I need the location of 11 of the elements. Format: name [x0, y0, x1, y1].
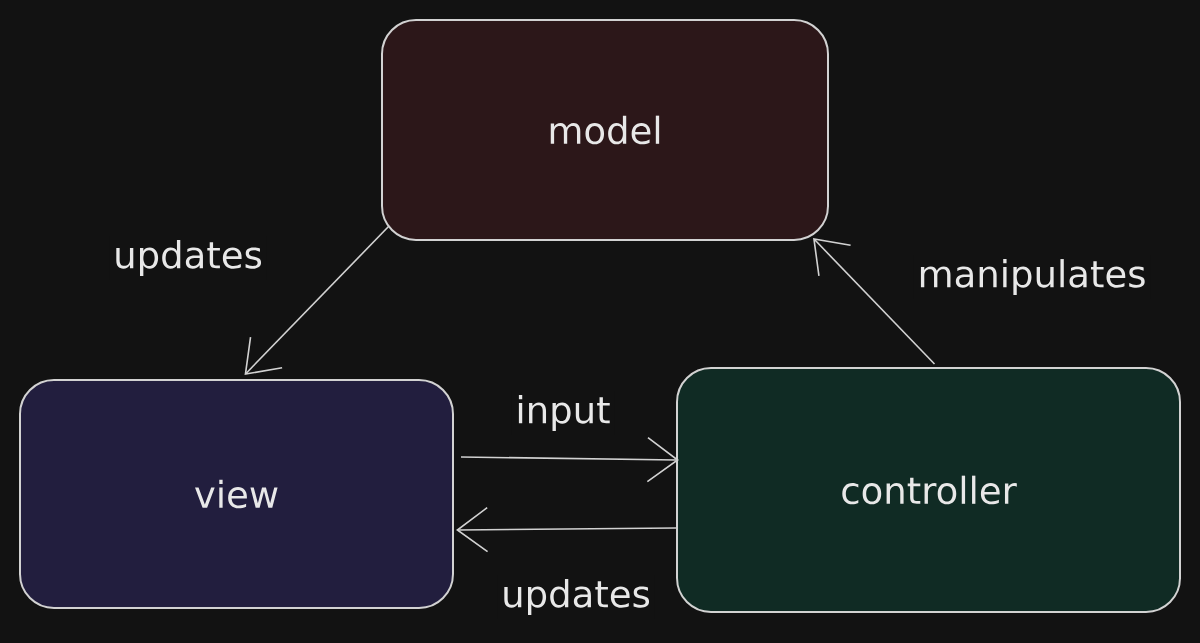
arrow — [456, 506, 677, 553]
process-box: controller — [676, 367, 1181, 613]
edge-label: manipulates — [913, 255, 1151, 299]
edge-label: input — [511, 391, 615, 435]
edge-label: updates — [109, 236, 267, 280]
arrow — [813, 238, 936, 365]
process-box: view — [19, 379, 454, 609]
process-box: model — [381, 19, 829, 241]
arrow — [244, 225, 390, 375]
arrow — [460, 436, 679, 483]
edge-label: updates — [497, 575, 655, 619]
